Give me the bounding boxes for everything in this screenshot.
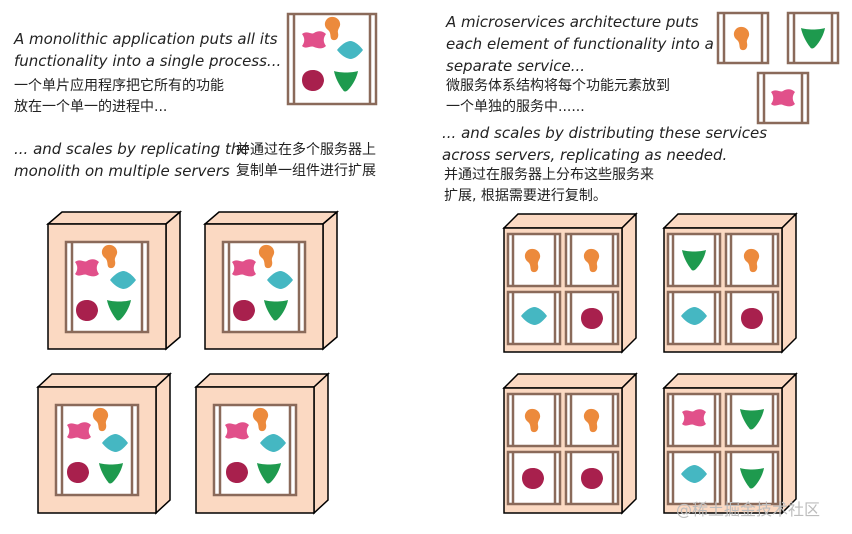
service-box-pink — [756, 71, 810, 125]
text-line: across servers, replicating as needed. — [442, 146, 728, 164]
maroon-service-icon — [581, 308, 603, 329]
pink-service-icon — [682, 409, 706, 427]
microservice-server-1 — [502, 212, 638, 354]
text-line: functionality into a single process... — [14, 52, 282, 70]
monolith-header-box — [286, 12, 378, 106]
text-line: 一个单独的服务中...... — [446, 99, 585, 115]
microservice-server-2 — [662, 212, 798, 354]
maroon-service-icon — [226, 462, 248, 483]
text-line: 一个单片应用程序把它所有的功能 — [14, 78, 224, 94]
monolith-scale-en: ... and scales by replicating the monoli… — [14, 138, 250, 182]
pink-service-icon — [67, 422, 91, 440]
monolith-server-1 — [45, 210, 183, 351]
microservices-scale-zh: 并通过在服务器上分布这些服务来 扩展, 根据需要进行复制。 — [444, 165, 654, 207]
microservice-server-3 — [502, 372, 638, 515]
microservices-intro-en: A microservices architecture puts each e… — [446, 11, 714, 77]
text-line: 放在一个单一的进程中... — [14, 99, 168, 115]
text-line: 并通过在多个服务器上 — [236, 142, 376, 158]
text-line: monolith on multiple servers — [14, 162, 230, 180]
pink-service-icon — [771, 89, 795, 107]
monolith-intro-en: A monolithic application puts all its fu… — [14, 28, 281, 72]
text-line: 并通过在服务器上分布这些服务来 — [444, 167, 654, 183]
maroon-service-icon — [302, 70, 324, 91]
service-box-green — [786, 11, 840, 65]
maroon-service-icon — [76, 300, 98, 321]
text-line: each element of functionality into a — [446, 35, 714, 53]
maroon-service-icon — [67, 462, 89, 483]
monolith-intro-zh: 一个单片应用程序把它所有的功能 放在一个单一的进程中... — [14, 76, 224, 118]
pink-service-icon — [75, 259, 99, 277]
text-line: 复制单一组件进行扩展 — [236, 163, 376, 179]
maroon-service-icon — [581, 468, 603, 489]
microservices-scale-en: ... and scales by distributing these ser… — [442, 122, 767, 166]
text-line: A monolithic application puts all its — [14, 30, 278, 48]
text-line: ... and scales by distributing these ser… — [442, 124, 768, 142]
maroon-service-icon — [522, 468, 544, 489]
text-line: A microservices architecture puts — [446, 13, 699, 31]
text-line: 扩展, 根据需要进行复制。 — [444, 188, 607, 204]
monolith-server-2 — [202, 210, 340, 351]
microservices-intro-zh: 微服务体系结构将每个功能元素放到 一个单独的服务中...... — [446, 76, 670, 118]
monolith-server-3 — [36, 372, 172, 515]
service-box-orange — [716, 11, 770, 65]
watermark: @稀土掘金技术社区 — [676, 500, 821, 519]
pink-service-icon — [225, 422, 249, 440]
monolith-scale-zh: 并通过在多个服务器上 复制单一组件进行扩展 — [236, 140, 376, 182]
maroon-service-icon — [741, 308, 763, 329]
monolith-server-4 — [194, 372, 330, 515]
pink-service-icon — [302, 31, 326, 49]
maroon-service-icon — [233, 300, 255, 321]
text-line: ... and scales by replicating the — [14, 140, 250, 158]
microservice-server-4 — [662, 372, 798, 515]
text-line: separate service... — [446, 57, 586, 75]
text-line: 微服务体系结构将每个功能元素放到 — [446, 78, 670, 94]
pink-service-icon — [232, 259, 256, 277]
